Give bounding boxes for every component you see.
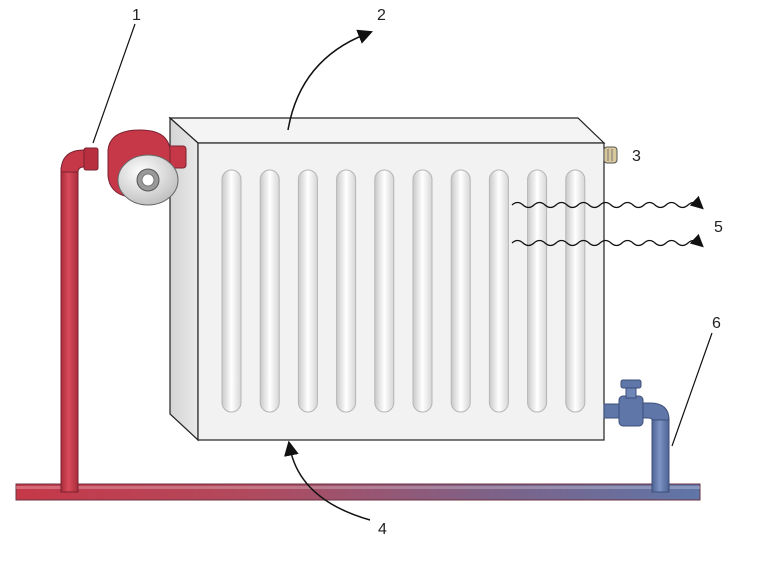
radiator-fin [527,169,548,413]
radiator-fin [565,169,586,413]
return-pipe [603,379,670,493]
radiator-fin [488,169,509,413]
callout-5: 5 [714,219,723,236]
callout-4: 4 [378,521,387,538]
rising-air-arrow [287,29,373,131]
callout-3: 3 [632,148,641,165]
leader-line-1 [92,23,136,144]
thermostatic-valve-icon [107,129,187,206]
radiator-fin [412,169,433,413]
radiator-fin [259,169,280,413]
radiator-fin [297,169,318,413]
callout-1: 1 [132,7,141,24]
lockshield-valve-icon [620,379,642,389]
radiator-fin [221,169,242,413]
radiator-fin [336,169,357,413]
radiated-heat-waves [511,195,704,248]
radiator-fin [450,169,471,413]
callout-2: 2 [377,7,386,24]
leader-line-6 [671,332,713,447]
floor-pipe [15,483,701,501]
radiator-fin [374,169,395,413]
radiator-fins [221,169,586,413]
incoming-air-arrow [284,440,371,521]
radiator [168,116,606,442]
supply-pipe [60,147,99,493]
air-vent-icon [603,146,618,164]
callout-6: 6 [712,315,721,332]
